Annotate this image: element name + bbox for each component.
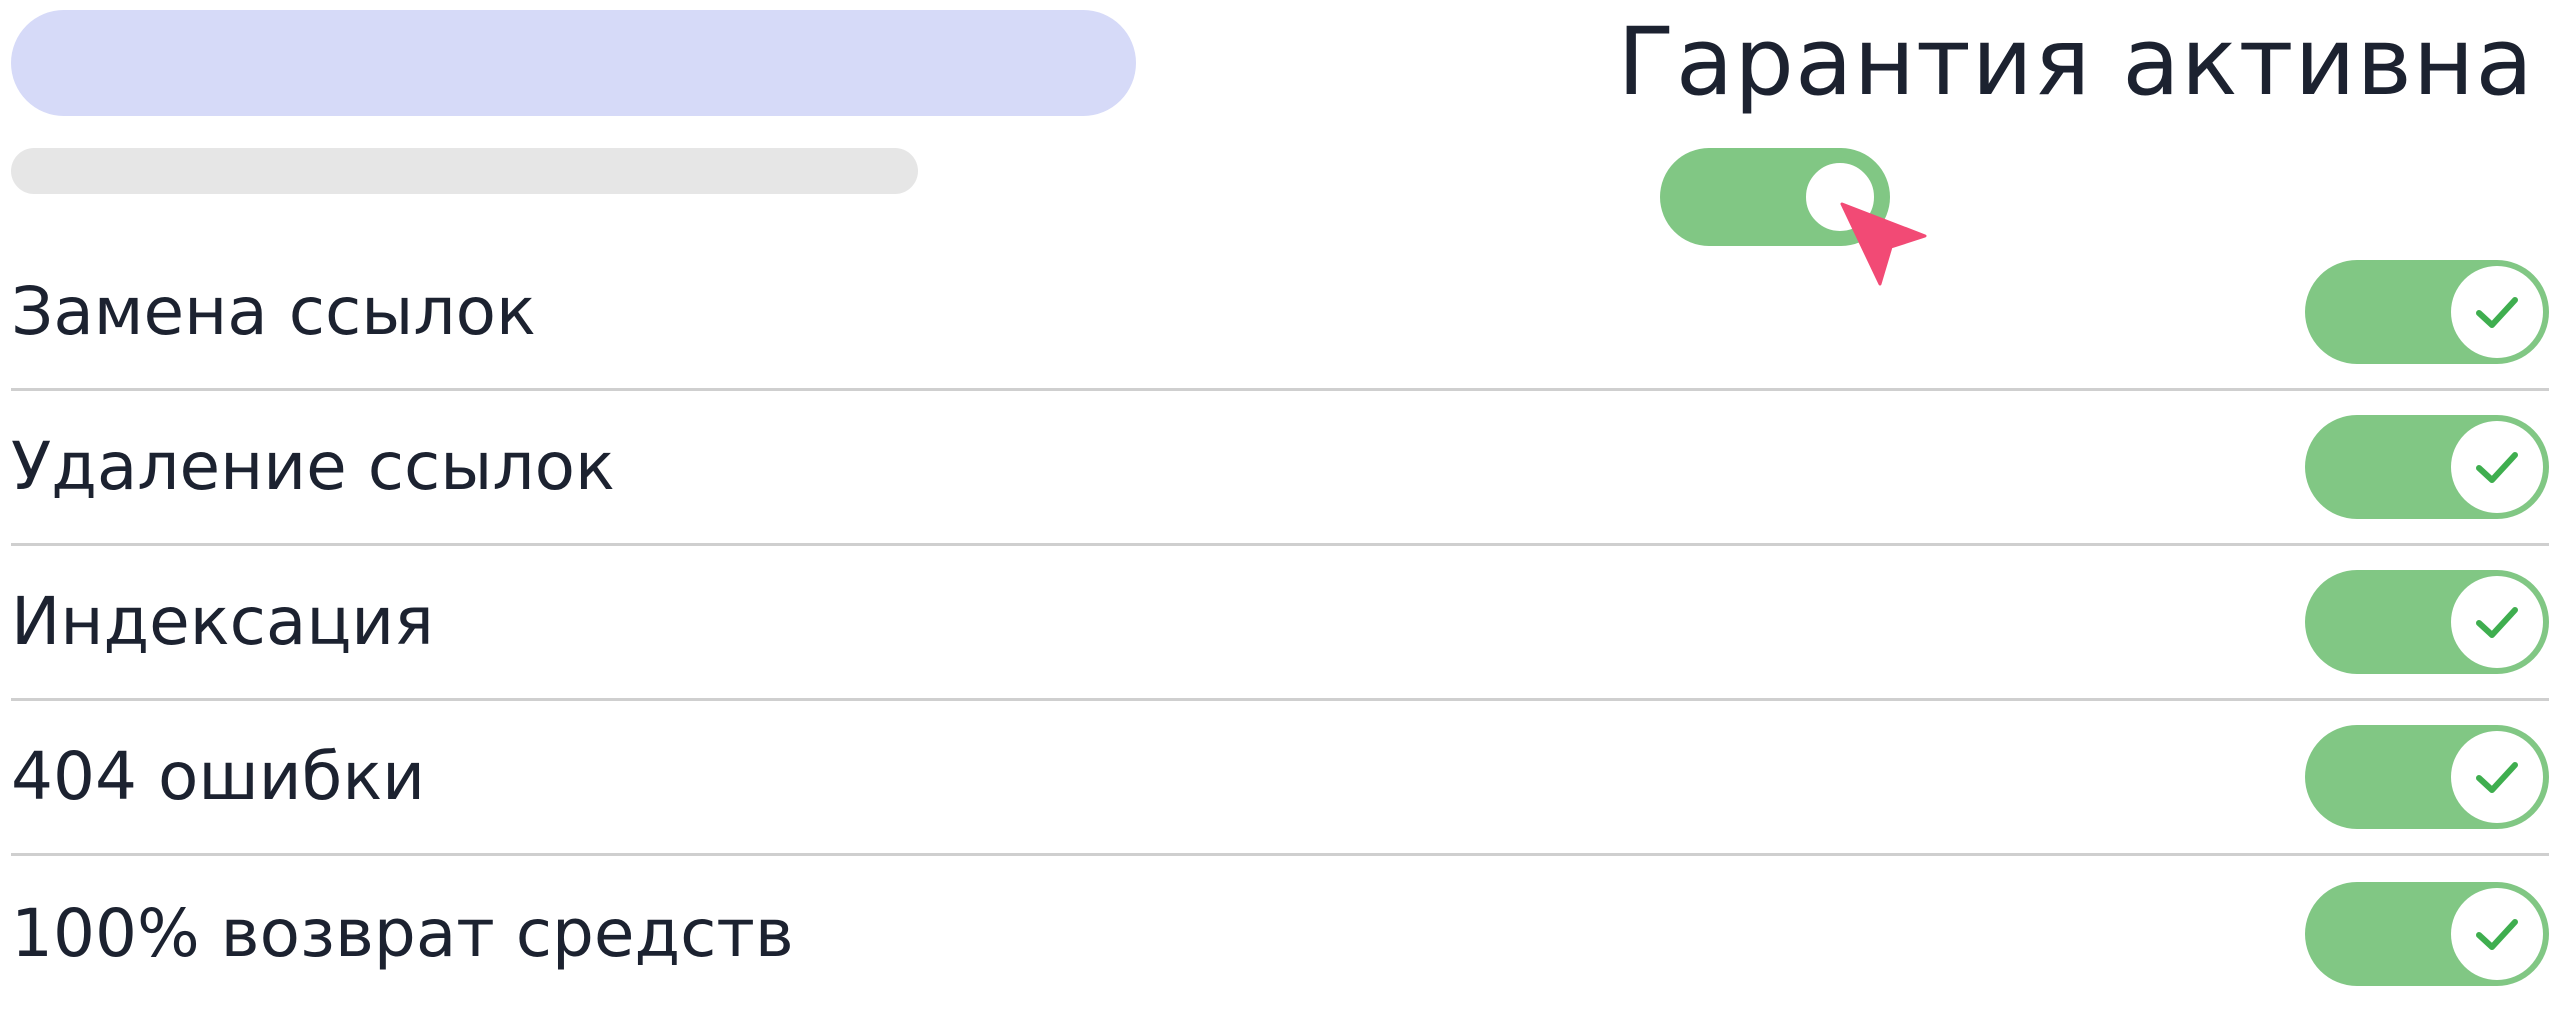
check-icon <box>2476 607 2518 638</box>
feature-toggle-404-errors[interactable] <box>2305 725 2549 829</box>
feature-label: Удаление ссылок <box>11 428 615 505</box>
feature-label: 404 ошибки <box>11 738 426 815</box>
toggle-knob <box>2451 887 2543 980</box>
toggle-knob <box>2451 421 2543 513</box>
feature-label: Индексация <box>11 583 434 660</box>
feature-label: Замена ссылок <box>11 273 536 350</box>
feature-toggle-link-replacement[interactable] <box>2305 260 2549 364</box>
feature-row-404-errors: 404 ошибки <box>11 701 2549 856</box>
toggle-knob <box>2451 266 2543 358</box>
placeholder-bar-large <box>11 10 1136 116</box>
page-title: Гарантия активна <box>1617 8 2534 117</box>
check-icon <box>2476 452 2518 483</box>
check-icon <box>2476 297 2518 328</box>
feature-label: 100% возврат средств <box>11 894 794 972</box>
feature-row-indexing: Индексация <box>11 546 2549 701</box>
feature-list: Замена ссылок Удаление ссылок Индексация… <box>11 236 2549 1011</box>
feature-row-money-back: 100% возврат средств <box>11 856 2549 1011</box>
feature-row-link-replacement: Замена ссылок <box>11 236 2549 391</box>
feature-row-link-removal: Удаление ссылок <box>11 391 2549 546</box>
check-icon <box>2476 762 2518 793</box>
placeholder-bar-small <box>11 148 918 194</box>
feature-toggle-indexing[interactable] <box>2305 570 2549 674</box>
guarantee-master-toggle[interactable] <box>1660 148 1890 246</box>
cursor-arrow-icon <box>1840 202 1927 286</box>
toggle-knob <box>2451 731 2543 823</box>
feature-toggle-link-removal[interactable] <box>2305 415 2549 519</box>
check-icon <box>2476 918 2518 950</box>
toggle-knob <box>2451 576 2543 668</box>
feature-toggle-money-back[interactable] <box>2305 881 2549 986</box>
